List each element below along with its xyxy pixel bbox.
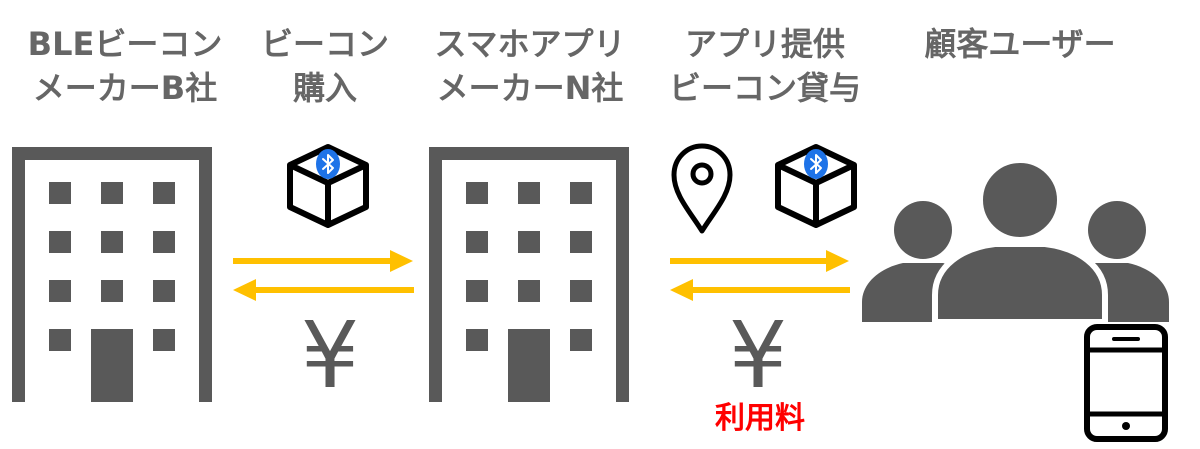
yen-payment-2: ¥ [728,302,788,409]
label-app-provide: アプリ提供 ビーコン貸与 [660,22,870,110]
label-app-provide-line1: アプリ提供 [684,25,845,63]
arrow-right-icon-goods-1 [233,250,413,272]
building-icon-ble-maker [12,147,212,402]
beacon-box-icon-purchase [290,147,366,225]
label-app-maker-line2: メーカーN社 [436,69,624,107]
label-beacon-purchase-line1: ビーコン [260,25,389,63]
yen-payment-1: ¥ [300,302,360,409]
building-icon-app-maker [429,147,629,402]
label-ble-maker: BLEビーコン メーカーB社 [20,22,230,110]
label-app-provide-line2: ビーコン貸与 [668,69,861,107]
arrow-right-icon-goods-2 [670,250,849,272]
location-pin-icon [671,143,733,234]
label-app-maker-line1: スマホアプリ [434,25,626,63]
arrow-left-icon-payment-2 [670,279,850,301]
bluetooth-icon [315,148,341,180]
beacon-box-icon-provide [778,147,854,225]
bluetooth-icon [803,148,829,180]
users-group-icon [862,157,1169,325]
label-beacon-purchase-line2: 購入 [292,69,357,107]
arrow-left-icon-payment-1 [233,279,414,301]
smartphone-icon [1084,324,1168,442]
label-app-maker: スマホアプリ メーカーN社 [420,22,640,110]
label-customer-users: 顧客ユーザー [910,22,1130,66]
label-ble-maker-line1: BLEビーコン [27,25,223,63]
usage-fee-label: 利用料 [715,401,805,436]
label-customer-users-line1: 顧客ユーザー [924,25,1116,63]
label-ble-maker-line2: メーカーB社 [32,69,218,107]
label-beacon-purchase: ビーコン 購入 [245,22,405,110]
